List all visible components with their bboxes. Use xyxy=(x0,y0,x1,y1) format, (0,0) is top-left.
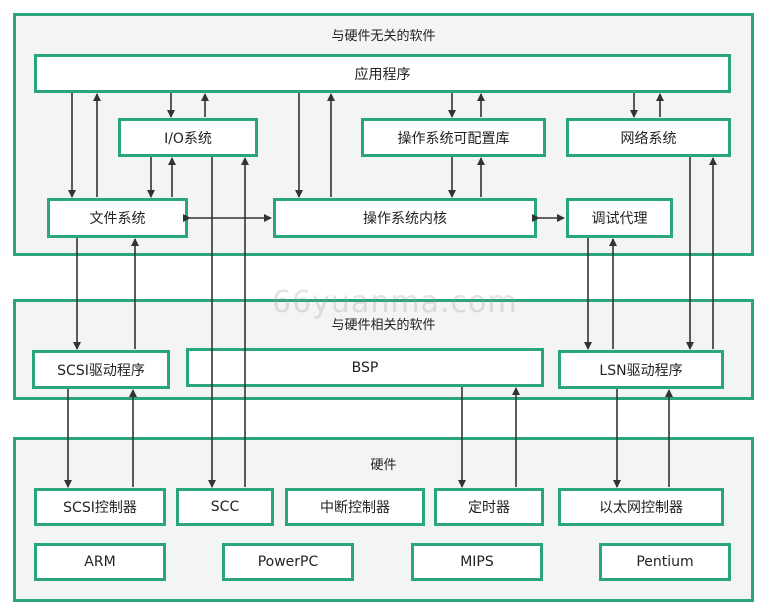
watermark: 66yuanma.com xyxy=(272,285,518,320)
layer-title: 硬件 xyxy=(370,458,397,473)
box-scsi-controller: SCSI控制器 xyxy=(34,488,166,526)
box-io-system: I/O系统 xyxy=(118,118,258,157)
box-os-kernel: 操作系统内核 xyxy=(273,198,537,238)
box-interrupt-controller: 中断控制器 xyxy=(285,488,425,526)
box-application: 应用程序 xyxy=(34,54,731,93)
box-pentium: Pentium xyxy=(599,543,731,581)
box-scc: SCC xyxy=(176,488,274,526)
box-lsn-driver: LSN驱动程序 xyxy=(558,350,724,389)
box-powerpc: PowerPC xyxy=(222,543,354,581)
layer-title: 与硬件无关的软件 xyxy=(331,29,436,44)
box-file-system: 文件系统 xyxy=(47,198,188,238)
box-os-config-lib: 操作系统可配置库 xyxy=(361,118,546,157)
box-ethernet-controller: 以太网控制器 xyxy=(558,488,724,526)
box-timer: 定时器 xyxy=(434,488,544,526)
box-network-system: 网络系统 xyxy=(566,118,731,157)
layer-title: 与硬件相关的软件 xyxy=(331,318,436,333)
box-mips: MIPS xyxy=(411,543,543,581)
box-scsi-driver: SCSI驱动程序 xyxy=(32,350,170,389)
box-arm: ARM xyxy=(34,543,166,581)
box-debug-agent: 调试代理 xyxy=(566,198,673,238)
box-bsp: BSP xyxy=(186,348,544,387)
